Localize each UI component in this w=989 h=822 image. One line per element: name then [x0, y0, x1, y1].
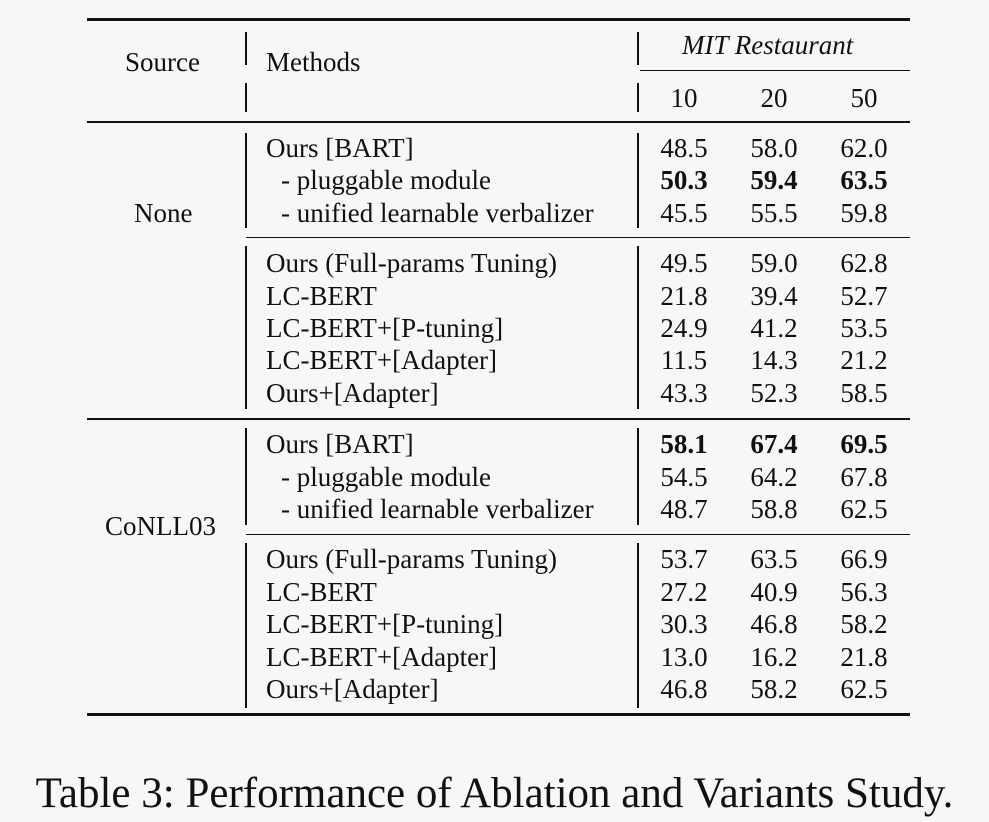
- value-cell: 63.5: [750, 544, 798, 574]
- vrule-source-none-a: [245, 133, 247, 228]
- value-cell: 59.8: [840, 198, 888, 228]
- method-cell: Ours (Full-params Tuning): [266, 248, 558, 278]
- value-cell: 58.2: [840, 609, 888, 639]
- value-cell: 62.5: [840, 494, 888, 524]
- value-cell: 66.9: [840, 544, 888, 574]
- vrule-source-conll-b: [245, 543, 247, 708]
- method-cell: LC-BERT+[P-tuning]: [266, 313, 504, 343]
- shots-header-50: 50: [850, 83, 878, 113]
- value-cell: 27.2: [660, 577, 708, 607]
- value-cell: 41.2: [750, 313, 798, 343]
- top-rule: [87, 18, 910, 21]
- value-cell: 52.3: [750, 378, 798, 408]
- value-cell: 54.5: [660, 462, 708, 492]
- methods-header: Methods: [266, 47, 361, 77]
- method-cell: - unified learnable verbalizer: [281, 494, 594, 524]
- value-cell: 49.5: [660, 248, 708, 278]
- value-cell: 21.8: [660, 281, 708, 311]
- bottom-rule: [87, 713, 910, 716]
- value-cell: 48.7: [660, 494, 708, 524]
- value-cell: 43.3: [660, 378, 708, 408]
- source-label-conll03: CoNLL03: [105, 511, 216, 541]
- source-header: Source: [125, 47, 200, 77]
- value-cell: 21.8: [840, 642, 888, 672]
- value-cell: 58.2: [750, 674, 798, 704]
- value-cell-best: 69.5: [840, 429, 888, 459]
- value-cell: 58.0: [750, 133, 798, 163]
- value-cell: 64.2: [750, 462, 798, 492]
- value-cell: 21.2: [840, 345, 888, 375]
- value-cell-best: 59.4: [750, 165, 798, 195]
- method-cell: LC-BERT+[Adapter]: [266, 642, 498, 672]
- vrule-source-header-1: [245, 32, 247, 65]
- value-cell: 53.5: [840, 313, 888, 343]
- method-cell: LC-BERT+[P-tuning]: [266, 609, 504, 639]
- dataset-header: MIT Restaurant: [682, 30, 854, 60]
- value-cell-best: 63.5: [840, 165, 888, 195]
- table-caption: Table 3: Performance of Ablation and Var…: [35, 770, 954, 817]
- vrule-methods-header-1: [637, 32, 639, 65]
- value-cell: 52.7: [840, 281, 888, 311]
- vrule-methods-none-b: [637, 246, 639, 409]
- value-cell-best: 50.3: [660, 165, 708, 195]
- method-cell: Ours [BART]: [266, 133, 414, 163]
- vrule-source-header-2: [245, 83, 247, 112]
- value-cell: 24.9: [660, 313, 708, 343]
- value-cell: 48.5: [660, 133, 708, 163]
- none-block-divider: [246, 237, 910, 239]
- vrule-methods-conll-b: [637, 543, 639, 708]
- value-cell-best: 67.4: [750, 429, 798, 459]
- vrule-source-conll-a: [245, 428, 247, 525]
- method-cell: Ours (Full-params Tuning): [266, 544, 558, 574]
- value-cell: 55.5: [750, 198, 798, 228]
- value-cell: 67.8: [840, 462, 888, 492]
- value-cell: 45.5: [660, 198, 708, 228]
- value-cell: 14.3: [750, 345, 798, 375]
- shots-header-10: 10: [670, 83, 698, 113]
- value-cell: 13.0: [660, 642, 708, 672]
- value-cell: 46.8: [660, 674, 708, 704]
- value-cell: 46.8: [750, 609, 798, 639]
- conll-block-divider: [246, 534, 910, 536]
- method-cell: LC-BERT: [266, 281, 377, 311]
- value-cell: 16.2: [750, 642, 798, 672]
- method-cell: Ours+[Adapter]: [266, 674, 439, 704]
- dataset-cmidrule: [640, 70, 910, 72]
- value-cell: 56.3: [840, 577, 888, 607]
- group-divider: [87, 418, 910, 420]
- value-cell: 39.4: [750, 281, 798, 311]
- method-cell: - pluggable module: [281, 165, 491, 195]
- method-cell: LC-BERT: [266, 577, 377, 607]
- value-cell: 58.5: [840, 378, 888, 408]
- method-cell: - pluggable module: [281, 462, 491, 492]
- header-rule: [87, 121, 910, 123]
- value-cell: 53.7: [660, 544, 708, 574]
- vrule-methods-conll-a: [637, 428, 639, 525]
- value-cell: 62.5: [840, 674, 888, 704]
- vrule-source-none-b: [245, 246, 247, 409]
- method-cell: Ours+[Adapter]: [266, 378, 439, 408]
- source-label-none: None: [134, 198, 193, 228]
- value-cell: 30.3: [660, 609, 708, 639]
- value-cell: 59.0: [750, 248, 798, 278]
- value-cell-best: 58.1: [660, 429, 708, 459]
- method-cell: LC-BERT+[Adapter]: [266, 345, 498, 375]
- value-cell: 62.0: [840, 133, 888, 163]
- value-cell: 62.8: [840, 248, 888, 278]
- method-cell: Ours [BART]: [266, 429, 414, 459]
- shots-header-20: 20: [760, 83, 788, 113]
- vrule-methods-none-a: [637, 133, 639, 228]
- method-cell: - unified learnable verbalizer: [281, 198, 594, 228]
- value-cell: 40.9: [750, 577, 798, 607]
- value-cell: 11.5: [660, 345, 708, 375]
- value-cell: 58.8: [750, 494, 798, 524]
- vrule-methods-header-2: [637, 83, 639, 112]
